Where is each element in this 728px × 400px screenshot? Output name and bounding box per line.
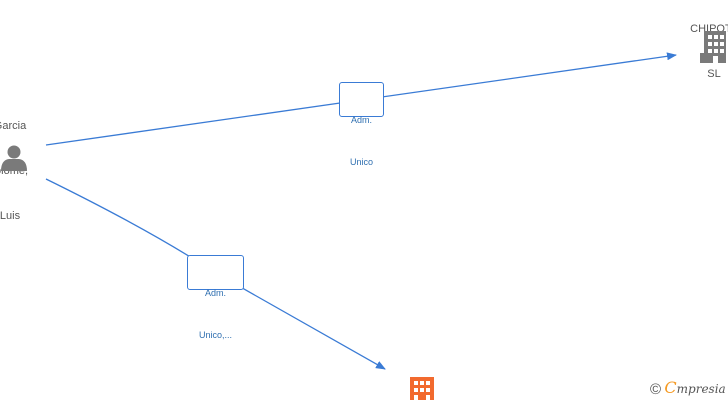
person-name-line3: Luis <box>0 210 21 222</box>
copyright-symbol: © <box>650 381 662 398</box>
edge-label-line1: Adm. <box>350 115 372 125</box>
edge-label-adm-unico-2[interactable]: Adm. Unico,... <box>187 255 244 340</box>
edge-label-line2: Unico,... <box>198 330 232 340</box>
edge-label-adm-unico[interactable]: Adm. Unico <box>339 82 384 167</box>
person-icon[interactable] <box>0 144 30 172</box>
building-icon-highlighted[interactable] <box>410 377 434 400</box>
building-icon[interactable] <box>700 29 728 63</box>
company-top-name-line2: SL <box>707 68 721 80</box>
empresia-logo-initial: C <box>664 378 677 397</box>
empresia-watermark: © Cmpresia <box>650 378 726 398</box>
edge-label-line1: Adm. <box>204 288 226 298</box>
edge-label-line2: Unico <box>349 157 373 167</box>
person-name-line1: Garcia <box>0 120 27 132</box>
empresia-logo-text: mpresia <box>676 382 726 396</box>
